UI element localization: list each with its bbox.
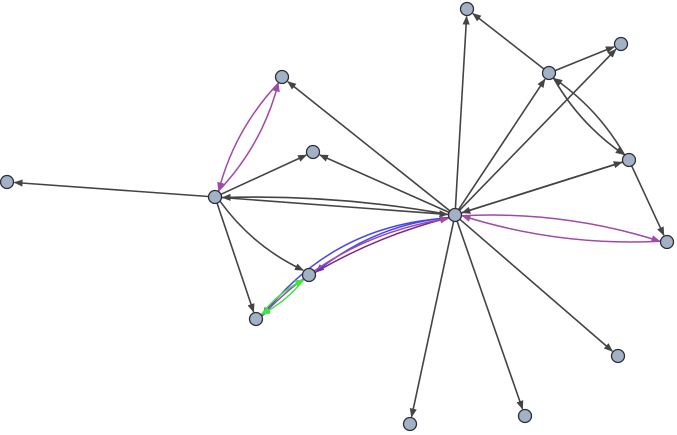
node-bottom-right[interactable] xyxy=(517,408,533,424)
edges-layer xyxy=(13,12,665,418)
edge-center-hub-to-lower-right xyxy=(459,218,613,352)
edge-center-hub-to-far-right xyxy=(461,214,661,243)
node-mid-small[interactable] xyxy=(305,144,321,160)
node-left-hub[interactable] xyxy=(207,189,223,205)
edge-center-hub-to-mid-lower xyxy=(315,216,450,273)
node-right-mid[interactable] xyxy=(621,152,637,168)
edge-lower-left-to-mid-lower xyxy=(260,279,304,316)
edge-left-hub-to-mid-small xyxy=(220,154,308,196)
edge-center-hub-to-mid-small xyxy=(319,154,450,214)
edge-left-hub-to-far-left xyxy=(13,179,209,198)
edge-right-mid-to-center-hub xyxy=(461,161,624,214)
edge-mid-lower-to-center-hub xyxy=(314,216,449,274)
edge-upper-right-hub-to-farright-top xyxy=(554,46,615,72)
edge-center-hub-to-bottom-center xyxy=(409,221,455,418)
edge-left-hub-to-lower-left xyxy=(216,202,255,313)
edge-left-hub-to-upper-left xyxy=(217,82,280,192)
edge-upper-right-hub-to-top xyxy=(472,12,545,70)
node-top[interactable] xyxy=(459,1,475,17)
edge-right-mid-to-far-right xyxy=(630,165,665,237)
edge-center-hub-to-farright-top xyxy=(458,48,617,211)
edge-left-hub-to-center-hub xyxy=(221,196,449,218)
node-mid-lower[interactable] xyxy=(301,267,317,283)
edge-left-hub-to-mid-lower xyxy=(219,200,305,271)
node-upper-right-hub[interactable] xyxy=(541,65,557,81)
node-upper-left[interactable] xyxy=(274,69,290,85)
edge-center-hub-to-bottom-right xyxy=(456,220,524,410)
edge-upper-right-hub-to-right-mid xyxy=(552,77,625,156)
node-far-left[interactable] xyxy=(0,174,15,190)
edge-center-hub-to-lower-left xyxy=(262,217,450,317)
edge-center-hub-to-top xyxy=(454,15,470,209)
edge-center-hub-to-left-hub xyxy=(221,193,449,216)
edge-center-hub-to-upper-left xyxy=(287,81,451,212)
edge-right-mid-to-upper-right-hub xyxy=(553,77,626,156)
edge-lower-left-to-center-hub xyxy=(261,216,450,317)
node-lower-left[interactable] xyxy=(248,311,264,327)
edge-center-hub-to-upper-right-hub xyxy=(457,78,546,211)
node-farright-top[interactable] xyxy=(613,36,629,52)
edge-far-right-to-center-hub xyxy=(461,214,661,243)
node-lower-right[interactable] xyxy=(610,348,626,364)
edge-upper-left-to-left-hub xyxy=(217,82,280,192)
node-far-right[interactable] xyxy=(659,234,675,250)
node-center-hub[interactable] xyxy=(447,207,463,223)
node-bottom-center[interactable] xyxy=(402,416,418,432)
